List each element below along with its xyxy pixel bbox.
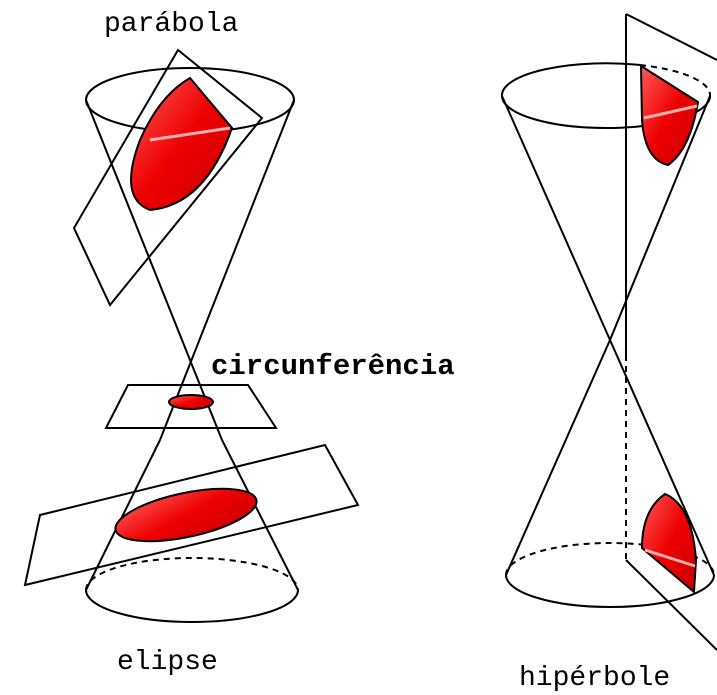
right-cone-generator-4 xyxy=(609,339,715,576)
right-cone-bottom-rim-front xyxy=(505,574,715,608)
right-cone-bottom-rim-back xyxy=(505,542,715,576)
parabola-cutting-plane xyxy=(72,48,264,307)
hyperbola-lower-highlight xyxy=(644,548,696,568)
right-cone-top-rim-front xyxy=(501,95,711,129)
circle-cutting-plane xyxy=(104,384,278,429)
left-cone-generator-1 xyxy=(85,99,223,441)
hyperbola-cutting-plane xyxy=(625,13,717,651)
right-cone-top-rim-back-left xyxy=(500,62,641,97)
parabola-red-region xyxy=(130,76,234,212)
ellipse-cutting-plane xyxy=(23,443,360,587)
left-cone-bottom-rim-back xyxy=(85,557,299,591)
right-cone-generator-1 xyxy=(501,95,611,341)
hyperbola-lower-branch xyxy=(640,492,698,595)
left-cone-generator-2 xyxy=(159,99,295,441)
hyperbola-plane-bottom-edge xyxy=(625,559,717,651)
circle-red-region xyxy=(168,394,214,410)
label-parabola: parábola xyxy=(104,9,238,40)
hyperbola-upper-red-region xyxy=(639,64,700,167)
left-cone-generator-4 xyxy=(221,439,299,591)
label-hiperbole: hipérbole xyxy=(519,663,670,694)
hyperbola-upper-highlight xyxy=(643,104,698,120)
hyperbola-upper-branch xyxy=(639,64,700,167)
label-circunferencia: circunferência xyxy=(211,350,455,383)
circle-section xyxy=(104,384,278,429)
ellipse-red-region xyxy=(114,487,258,543)
left-cone-bottom-rim-front xyxy=(85,589,299,623)
hyperbola-plane-top-edge xyxy=(625,13,717,61)
label-elipse: elipse xyxy=(117,647,218,678)
right-cone-top-rim-back-right xyxy=(639,64,712,97)
hyperbola-lower-red-region xyxy=(640,492,698,595)
parabola-highlight xyxy=(149,126,231,142)
parabola-section xyxy=(72,48,264,307)
right-cone-generator-3 xyxy=(505,339,611,576)
ellipse-section xyxy=(23,443,360,587)
left-cone-generator-3 xyxy=(85,439,161,591)
